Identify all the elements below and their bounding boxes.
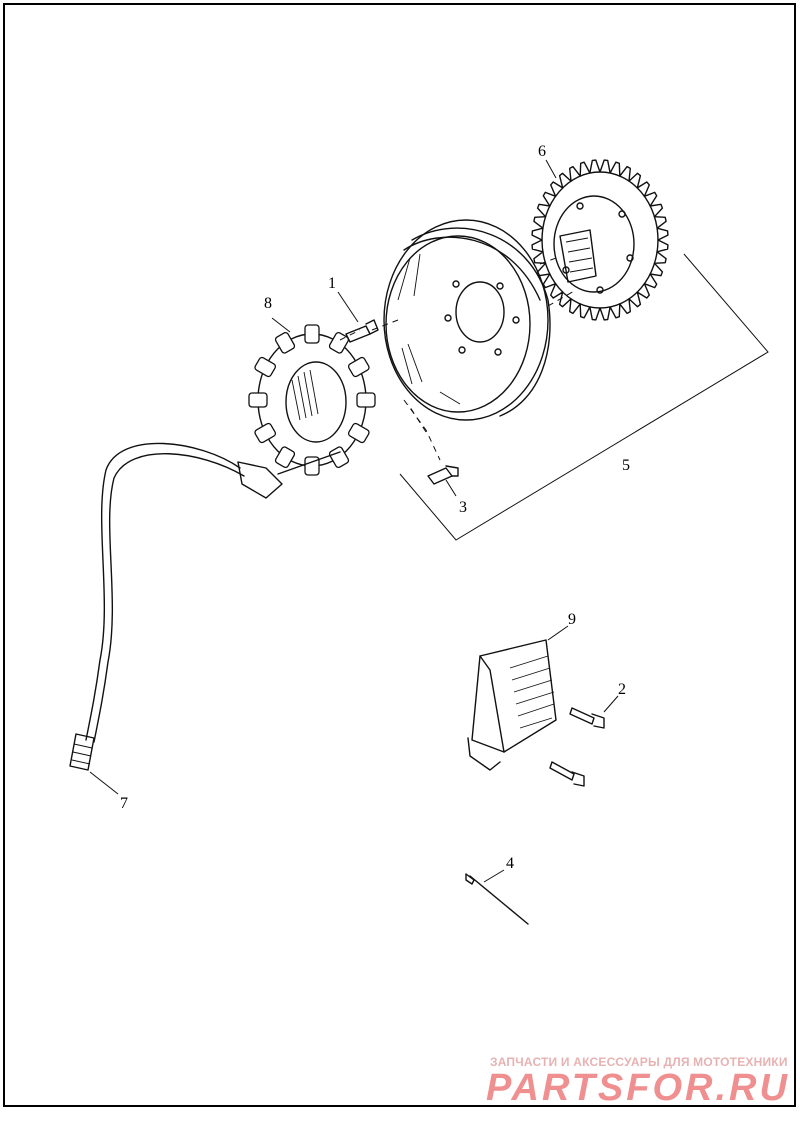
alignment-line: [407, 403, 427, 433]
leader-line: [483, 869, 505, 883]
stator-pole: [254, 356, 277, 378]
group-bracket: [399, 253, 769, 541]
callout-1: 1: [328, 275, 336, 292]
stator-pole: [274, 446, 296, 469]
callout-6: 6: [538, 143, 546, 160]
callout-2: 2: [618, 681, 626, 698]
stator-pole: [328, 446, 350, 469]
stator-pole: [356, 392, 376, 408]
alignment-line: [339, 319, 399, 341]
stator-pole: [248, 392, 268, 408]
stator-pole: [304, 324, 320, 344]
stator-cable: [69, 442, 341, 771]
regulator-part: [467, 639, 557, 771]
watermark-brand: PARTSFOR.RU: [486, 1067, 790, 1109]
sprocket-part: [531, 159, 669, 321]
alignment-line: [539, 257, 557, 265]
callout-5: 5: [622, 457, 630, 474]
callout-8: 8: [264, 295, 272, 312]
leader-line: [547, 625, 569, 641]
stator-pole: [304, 456, 320, 476]
callout-9: 9: [568, 611, 576, 628]
stator-pole: [254, 422, 277, 444]
watermark-tagline: ЗАПЧАСТИ И АКСЕССУАРЫ ДЛЯ МОТОТЕХНИКИ: [490, 1055, 788, 1069]
leader-line: [545, 159, 557, 179]
leader-line: [337, 291, 359, 323]
stator-part: [248, 324, 376, 476]
leader-line: [603, 695, 619, 713]
rotor-bolt-part: [427, 465, 459, 485]
stator-screw-part: [345, 319, 379, 343]
callout-7: 7: [120, 795, 128, 812]
diagram-border: [3, 3, 796, 1107]
callout-4: 4: [506, 855, 514, 872]
regulator-screw-part: [549, 707, 605, 787]
rotor-part: [383, 219, 551, 421]
stator-pole: [274, 331, 296, 354]
leader-line: [445, 479, 457, 497]
sprocket-teeth: [531, 159, 669, 321]
cable-strap-part: [465, 873, 529, 925]
stator-pole: [347, 422, 370, 444]
leader-line: [271, 317, 291, 333]
callout-3: 3: [459, 499, 467, 516]
alignment-line: [547, 289, 577, 307]
leader-line: [89, 771, 119, 795]
stator-pole: [347, 356, 370, 378]
alignment-line: [403, 399, 441, 461]
